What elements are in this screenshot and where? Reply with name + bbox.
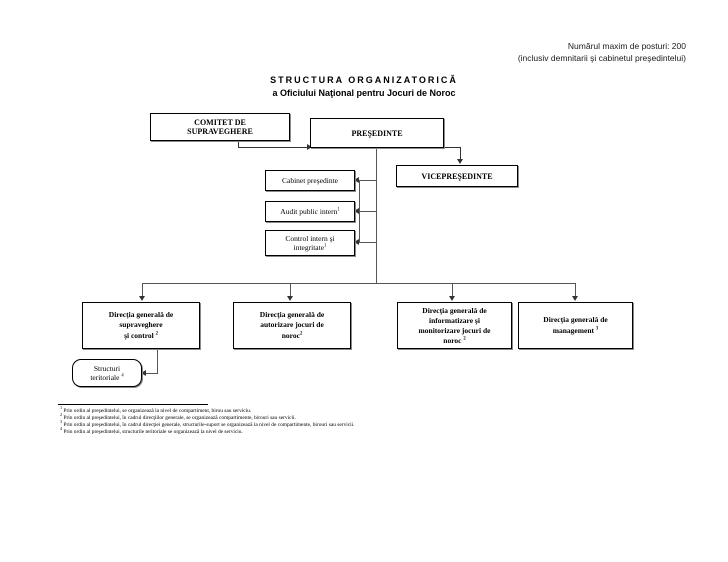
- presedinte-label: PREŞEDINTE: [351, 128, 403, 138]
- structuri-line2: teritoriale: [90, 373, 122, 382]
- footnote-mark: 2: [60, 412, 63, 418]
- footnote-item: 3 Prin ordin al preşedintelui, în cadrul…: [60, 419, 680, 429]
- node-dg-autorizare-jocuri[interactable]: Direcţia generală de autorizare jocuri d…: [233, 302, 351, 349]
- footnotes-list: 1 Prin ordin al preşedintelui, se organi…: [60, 405, 680, 436]
- comitet-line2: SUPRAVEGHERE: [187, 127, 253, 136]
- footnote-text: Prin ordin al preşedintelui, structurile…: [63, 429, 243, 436]
- dgm-footnote-mark: 3: [595, 326, 599, 331]
- dga-line3: noroc: [281, 330, 300, 340]
- arrow-into-control: [354, 239, 359, 245]
- arrow-into-audit: [354, 208, 359, 214]
- node-dg-supraveghere-control[interactable]: Direcţia generală de supraveghere şi con…: [82, 302, 200, 349]
- dgi-line1: Direcţia generală de: [422, 305, 487, 315]
- footnote-mark: 4: [60, 426, 63, 432]
- footnote-separator: [58, 404, 208, 405]
- page-title-line1: STRUCTURA ORGANIZATORICĂ: [270, 75, 458, 85]
- dgs-line3: şi control: [124, 330, 156, 340]
- arrow-into-dg-autorizare: [287, 296, 293, 301]
- footnote-item: 2 Prin ordin al preşedintelui, în cadrul…: [60, 412, 680, 422]
- page-title-line2: a Oficiului Naţional pentru Jocuri de No…: [272, 88, 456, 98]
- node-comitet-de-supraveghere[interactable]: COMITET DE SUPRAVEGHERE: [150, 113, 290, 141]
- node-dg-management[interactable]: Direcţia generală de management 3: [518, 302, 633, 349]
- connector-cabinet-h: [359, 180, 377, 181]
- connector-pres-vice-h: [444, 147, 461, 148]
- node-cabinet-presedinte[interactable]: Cabinet preşedinte: [265, 170, 355, 191]
- node-structuri-teritoriale[interactable]: Structuri teritoriale 4: [72, 359, 142, 387]
- connector-drop-3: [452, 283, 453, 297]
- control-line2: integritate: [293, 243, 325, 252]
- footnote-text: Prin ordin al preşedintelui, în cadrul d…: [63, 415, 296, 422]
- page-title: STRUCTURA ORGANIZATORICĂ a Oficiului Naţ…: [0, 74, 728, 100]
- control-line1: Control intern şi: [285, 233, 335, 243]
- dgm-line2: management: [552, 325, 596, 335]
- arrow-into-dg-management: [572, 296, 578, 301]
- node-presedinte[interactable]: PREŞEDINTE: [310, 118, 444, 148]
- max-positions-line2: (inclusiv demnitarii şi cabinetul preşed…: [517, 53, 686, 63]
- connector-drop-1: [142, 283, 143, 297]
- connector-audit-h: [359, 211, 377, 212]
- audit-label: Audit public intern: [280, 207, 338, 216]
- node-audit-public-intern[interactable]: Audit public intern1: [265, 201, 355, 222]
- footnote-mark: 1: [60, 405, 63, 411]
- comitet-line1: COMITET DE: [194, 117, 246, 127]
- max-positions-line1: Numărul maxim de posturi: 200: [567, 41, 686, 51]
- control-footnote-mark: 1: [324, 243, 327, 249]
- footnote-item: 1 Prin ordin al preşedintelui, se organi…: [60, 405, 680, 415]
- connector-audit-v: [359, 180, 360, 212]
- dgi-line3: monitorizare jocuri de: [418, 325, 491, 335]
- connector-presedinte-spine: [376, 148, 377, 283]
- dgm-line1: Direcţia generală de: [543, 315, 608, 324]
- connector-drop-2: [290, 283, 291, 297]
- dgi-line2: informatizare şi: [429, 315, 480, 325]
- node-vicepresedinte[interactable]: VICEPREŞEDINTE: [396, 165, 518, 187]
- dgs-line2: supraveghere: [119, 320, 163, 330]
- arrow-into-vicepresedinte: [457, 159, 463, 164]
- arrow-into-dg-informatizare: [449, 296, 455, 301]
- arrow-into-dg-supraveghere: [139, 296, 145, 301]
- node-dg-informatizare-monitorizare[interactable]: Direcţia generală de informatizare şi mo…: [397, 302, 512, 349]
- connector-drop-4: [575, 283, 576, 297]
- structuri-footnote-mark: 4: [121, 373, 124, 379]
- connector-structuri-h: [146, 373, 158, 374]
- connector-comitet-down: [238, 140, 239, 148]
- footnote-mark: 3: [60, 419, 63, 425]
- vicepresedinte-label: VICEPREŞEDINTE: [421, 171, 493, 181]
- connector-control-h: [359, 242, 377, 243]
- dgi-line4: noroc: [443, 335, 464, 345]
- max-positions-note: Numărul maxim de posturi: 200 (inclusiv …: [518, 40, 686, 64]
- dga-line2: autorizare jocuri de: [260, 320, 324, 330]
- dga-footnote-mark: 2: [299, 331, 303, 337]
- footnote-text: Prin ordin al preşedintelui, se organize…: [63, 408, 252, 414]
- dgs-footnote-mark: 2: [155, 331, 158, 337]
- dga-line1: Direcţia generală de: [259, 309, 325, 319]
- cabinet-label: Cabinet preşedinte: [281, 176, 339, 185]
- arrow-into-presedinte: [307, 144, 312, 150]
- dgs-line1: Direcţia generală de: [108, 309, 174, 319]
- connector-comitet-right: [238, 147, 308, 148]
- connector-distribution-bar: [142, 283, 576, 284]
- dgi-footnote-mark: 2: [463, 336, 466, 341]
- footnote-text: Prin ordin al preşedintelui, în cadrul d…: [63, 422, 355, 429]
- connector-structuri-v: [157, 349, 158, 374]
- arrow-into-structuri: [141, 370, 146, 376]
- structuri-line1: Structuri: [93, 363, 121, 373]
- arrow-into-cabinet: [354, 177, 359, 183]
- connector-control-v: [359, 211, 360, 243]
- footnote-item: 4 Prin ordin al preşedintelui, structuri…: [60, 426, 680, 436]
- audit-footnote-mark: 1: [337, 207, 340, 213]
- connector-pres-vice-v: [460, 147, 461, 160]
- node-control-intern-integritate[interactable]: Control intern şi integritate1: [265, 230, 355, 256]
